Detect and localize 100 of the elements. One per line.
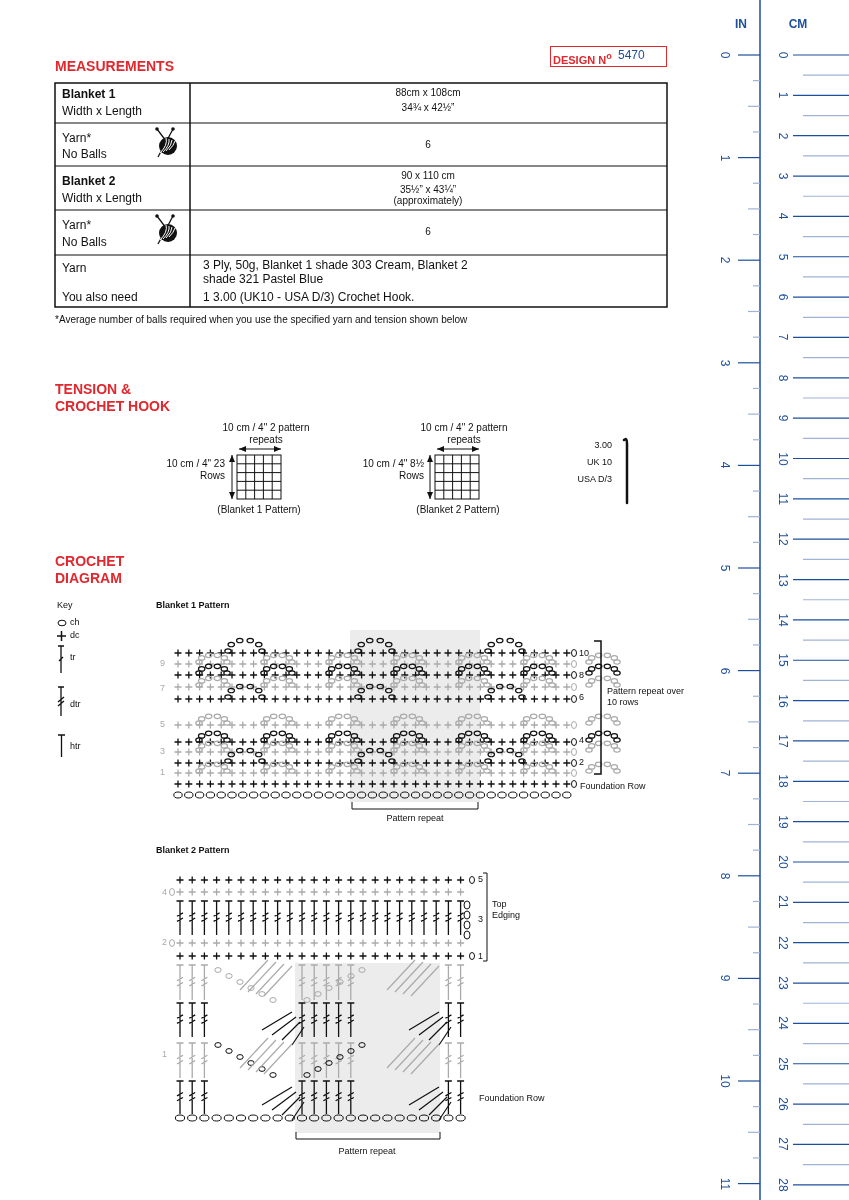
chart-label: Foundation Row (479, 1093, 545, 1104)
chart-label: Blanket 2 Pattern (156, 845, 230, 856)
ruler-label: 3 (719, 359, 731, 367)
chart-label: 4 (162, 887, 167, 898)
table-cell-text: You also need (62, 290, 138, 304)
ruler-label: 18 (777, 774, 789, 788)
ruler-label: 13 (777, 572, 789, 587)
ruler-label: 20 (777, 855, 789, 869)
chart-label: Pattern repeat (338, 1146, 396, 1157)
chart-label: Top Edging (492, 899, 522, 921)
ruler-label: 25 (777, 1057, 789, 1071)
chart-label: 1 (162, 1049, 167, 1060)
chart-label: Pattern repeat over 10 rows (607, 686, 686, 708)
design-number: 5470 (618, 48, 645, 62)
table-cell-text: Yarn (62, 261, 87, 275)
ruler-label: 8 (719, 872, 731, 880)
ruler-label: 26 (777, 1097, 789, 1111)
tension-label: UK 10 (587, 457, 612, 468)
ruler-label: CM (788, 17, 808, 31)
ruler-label: 1 (719, 154, 731, 161)
chart-label: 4 (579, 735, 584, 746)
chart-label: 8 (579, 670, 584, 681)
chart-label: Blanket 1 Pattern (156, 600, 230, 611)
chart-label: 5 (160, 719, 165, 730)
ruler-label: 2 (777, 132, 789, 140)
key-label: ch (70, 617, 80, 628)
section-heading: CROCHET DIAGRAM (55, 553, 126, 587)
ruler-label: 10 (777, 451, 789, 466)
table-cell-text: Width x Length (62, 104, 143, 118)
table-cell-text: Blanket 2 (62, 174, 116, 188)
table-cell-text: (approximately) (393, 195, 463, 207)
section-heading: TENSION & CROCHET HOOK (55, 381, 172, 415)
chart-label: 2 (579, 757, 584, 768)
section-heading: MEASUREMENTS (55, 58, 174, 75)
ruler-label: 6 (719, 667, 731, 674)
ruler-label: 17 (777, 734, 789, 748)
table-cell-text: Yarn* (62, 131, 92, 145)
key-label: Key (57, 600, 73, 611)
chart-label: 6 (579, 692, 584, 703)
table-cell-text: 88cm x 108cm (395, 87, 461, 99)
table-cell-text: No Balls (62, 147, 107, 161)
ruler-label: 2 (719, 256, 731, 264)
chart-label: 7 (160, 683, 165, 694)
ruler-label: 8 (777, 374, 789, 382)
tension-label: 10 cm / 4" 2 pattern repeats (419, 422, 509, 446)
ruler-label: 27 (777, 1137, 789, 1152)
ruler-label: 0 (719, 51, 731, 59)
ruler-label: 3 (777, 172, 789, 180)
chart-label: 1 (160, 767, 165, 778)
ruler-label: 11 (777, 492, 789, 506)
ruler-label: 24 (777, 1016, 789, 1031)
chart-label: 9 (160, 658, 165, 669)
chart-label: 2 (162, 937, 167, 948)
ruler-label: 11 (719, 1177, 731, 1190)
key-label: tr (70, 652, 76, 663)
ruler-label: 14 (777, 613, 789, 627)
table-cell-text: 3 Ply, 50g, Blanket 1 shade 303 Cream, Blanket 2 shade 321 Pastel Blue (203, 258, 469, 286)
ruler-label: 7 (719, 769, 731, 777)
ruler-label: 1 (777, 92, 789, 99)
design-number-label: DESIGN N$^{o}$ (553, 50, 612, 67)
ruler-label: 0 (777, 51, 789, 59)
ruler-label: 5 (719, 564, 731, 572)
ruler-label: 19 (777, 814, 789, 829)
ruler-label: 10 (719, 1074, 731, 1088)
chart-label: 3 (478, 914, 483, 925)
table-cell-text: 6 (425, 139, 431, 151)
tension-label: 10 cm / 4" 23 Rows (165, 458, 225, 482)
key-label: htr (70, 741, 81, 752)
ruler-label: 9 (719, 975, 731, 982)
ruler-label: 6 (777, 293, 789, 301)
table-cell-text: 6 (425, 226, 431, 238)
table-cell-text: 34¾ x 42½” (401, 102, 455, 114)
ruler-label: 22 (777, 936, 789, 950)
tension-label: USA D/3 (577, 474, 612, 485)
ruler-label: 5 (777, 253, 789, 261)
ruler-label: IN (735, 17, 747, 31)
table-cell-text: 35½” x 43¼” (399, 184, 457, 196)
ruler-label: 15 (777, 653, 789, 667)
chart-label: 3 (160, 746, 165, 757)
tension-label: 10 cm / 4" 8½ Rows (361, 458, 424, 482)
table-cell-text: 1 3.00 (UK10 - USA D/3) Crochet Hook. (203, 290, 415, 304)
ruler-label: 4 (719, 462, 731, 469)
ruler-label: 12 (777, 532, 789, 546)
chart-label: 10 (579, 648, 589, 659)
tension-label: (Blanket 2 Pattern) (416, 504, 500, 516)
chart-label: Foundation Row (580, 781, 646, 792)
table-cell-text: Width x Length (62, 191, 143, 205)
chart-label: 1 (478, 951, 483, 962)
footnote: *Average number of balls required when you use the specified yarn and tension shown below (55, 314, 468, 326)
ruler-label: 16 (777, 693, 789, 708)
ruler-label: 28 (777, 1178, 789, 1192)
table-cell-text: No Balls (62, 235, 107, 249)
table-cell-text: Blanket 1 (62, 87, 116, 101)
key-label: dc (70, 630, 80, 641)
chart-label: 5 (478, 874, 483, 885)
chart-label: Pattern repeat (386, 813, 444, 824)
ruler-label: 21 (777, 895, 789, 909)
ruler-label: 9 (777, 414, 789, 422)
tension-label: 10 cm / 4" 2 pattern repeats (221, 422, 311, 446)
table-cell-text: Yarn* (62, 218, 92, 232)
